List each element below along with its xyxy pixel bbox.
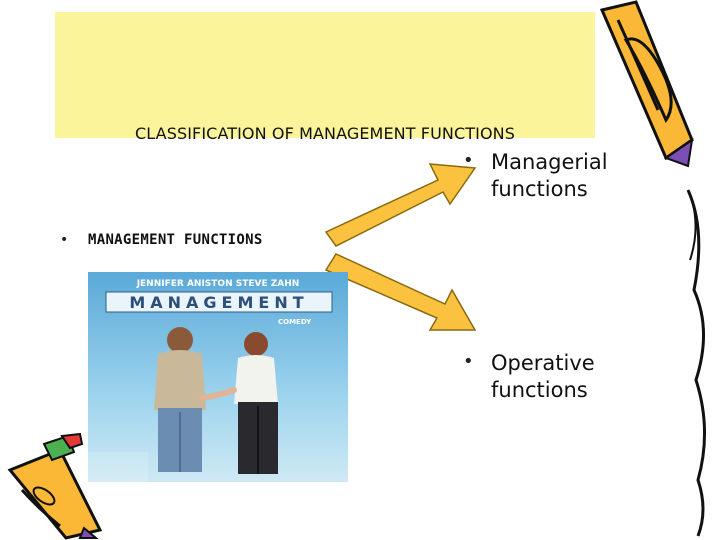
movie-poster-image: JENNIFER ANISTON STEVE ZAHN MANAGEMENT C… (88, 272, 348, 482)
poster-tagline: COMEDY (278, 318, 312, 326)
managerial-line2: functions (491, 177, 588, 201)
bullet-dot: • (463, 150, 474, 171)
poster-actors: JENNIFER ANISTON STEVE ZAHN (136, 279, 300, 289)
operative-functions: Operative functions (491, 350, 595, 404)
title-banner: CLASSIFICATION OF MANAGEMENT FUNCTIONS (55, 12, 595, 143)
bullet-dot: • (463, 351, 474, 372)
managerial-functions: Managerial functions (491, 149, 608, 203)
slide-title: CLASSIFICATION OF MANAGEMENT FUNCTIONS (135, 124, 515, 143)
pencil-right-icon (599, 0, 707, 537)
arrow-down (324, 253, 477, 331)
managerial-line1: Managerial (491, 150, 608, 174)
bullet-dot: • (60, 232, 69, 248)
pencil-left-icon (7, 432, 103, 540)
poster-title: MANAGEMENT (129, 293, 308, 312)
arrow-up (324, 163, 477, 247)
main-topic: MANAGEMENT FUNCTIONS (88, 232, 263, 248)
operative-line2: functions (491, 378, 588, 402)
operative-line1: Operative (491, 351, 595, 375)
